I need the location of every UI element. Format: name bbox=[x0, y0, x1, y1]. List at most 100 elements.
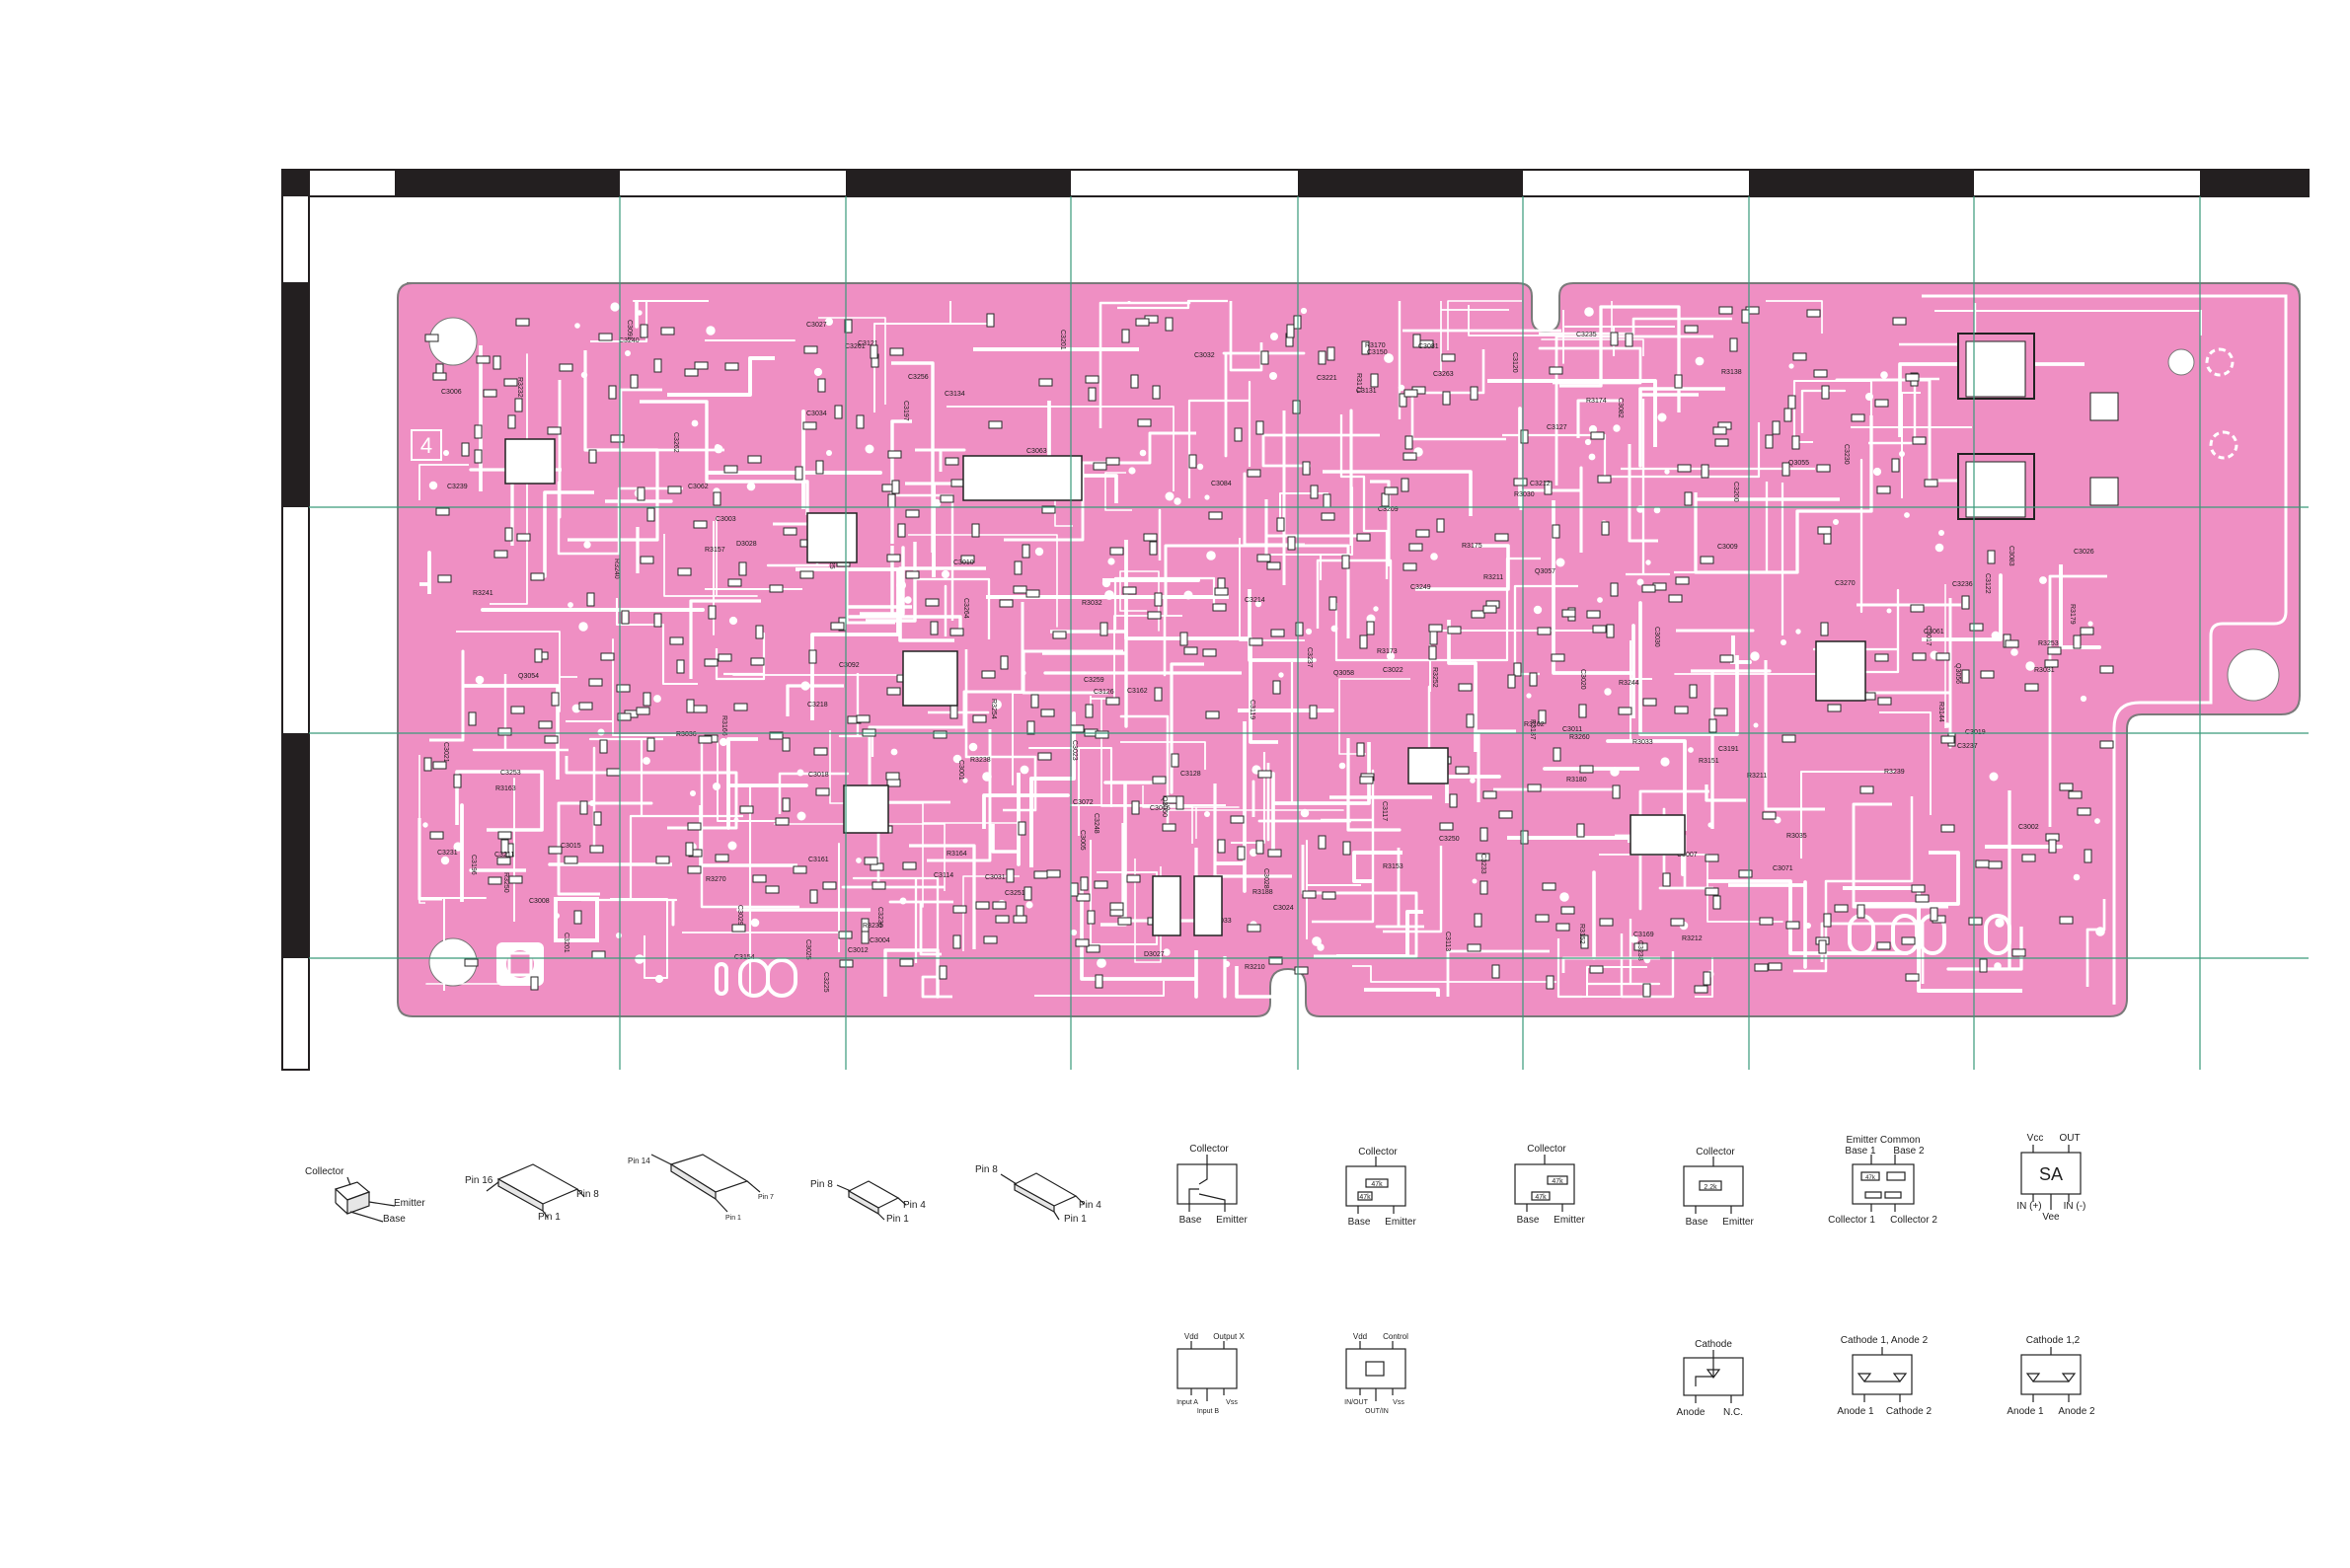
smd-component bbox=[1428, 624, 1443, 633]
smd-component bbox=[1436, 518, 1445, 533]
smd-component bbox=[1738, 869, 1753, 878]
part-designator: C3263 bbox=[1433, 371, 1454, 378]
smd-component bbox=[793, 865, 807, 874]
via bbox=[826, 450, 832, 456]
via bbox=[1025, 901, 1033, 909]
smd-component bbox=[1131, 800, 1140, 815]
via bbox=[2080, 695, 2087, 703]
part-designator: C3029 bbox=[736, 905, 743, 926]
symbol-label: OUT bbox=[2059, 1133, 2080, 1144]
smd-component bbox=[1401, 478, 1409, 492]
smd-component bbox=[815, 787, 830, 796]
via bbox=[1020, 765, 1029, 775]
smd-component bbox=[435, 507, 450, 516]
copper-trace bbox=[663, 517, 758, 597]
smd-component bbox=[1154, 592, 1163, 607]
symbol-label: Base bbox=[1686, 1217, 1708, 1228]
smd-component bbox=[1597, 475, 1612, 484]
via bbox=[1472, 878, 1478, 884]
via bbox=[1386, 651, 1396, 661]
via bbox=[1660, 757, 1670, 767]
smd-component bbox=[861, 930, 870, 944]
smd-component bbox=[593, 811, 602, 826]
smd-component bbox=[1399, 393, 1407, 408]
part-designator: C3270 bbox=[1835, 580, 1856, 587]
via bbox=[1338, 762, 1346, 770]
via bbox=[1886, 608, 1892, 614]
smd-component bbox=[694, 361, 709, 370]
smd-component bbox=[1404, 435, 1413, 450]
smd-component bbox=[693, 520, 708, 529]
via bbox=[690, 790, 696, 796]
smd-component bbox=[1000, 655, 1009, 670]
copper-trace bbox=[873, 301, 991, 412]
smd-component bbox=[1095, 730, 1109, 739]
via bbox=[1312, 936, 1322, 946]
smd-component bbox=[1087, 910, 1096, 925]
smd-component bbox=[515, 318, 530, 327]
smd-component bbox=[1552, 524, 1560, 539]
copper-trace bbox=[1187, 380, 1251, 498]
smd-component bbox=[698, 735, 713, 744]
symbol-label: Anode bbox=[1677, 1407, 1706, 1418]
via bbox=[865, 444, 874, 454]
via bbox=[800, 681, 810, 691]
smd-component bbox=[1491, 964, 1500, 979]
smd-component bbox=[2048, 839, 2057, 854]
part-designator: C3256 bbox=[908, 374, 929, 381]
copper-trace bbox=[1268, 485, 1354, 580]
smd-component bbox=[493, 550, 508, 559]
smd-component bbox=[1876, 941, 1891, 950]
part-designator: C3128 bbox=[1180, 771, 1201, 778]
part-designator: R3033 bbox=[1632, 739, 1653, 746]
smd-component bbox=[667, 485, 682, 494]
smd-component bbox=[1147, 611, 1162, 620]
smd-component bbox=[802, 421, 817, 430]
part-designator: C3009 bbox=[1717, 544, 1738, 551]
smd-component bbox=[731, 924, 746, 933]
part-designator: C3259 bbox=[1084, 677, 1104, 684]
part-designator: R3175 bbox=[1462, 543, 1482, 550]
smd-component bbox=[687, 822, 702, 831]
smd-component bbox=[1384, 486, 1399, 495]
smd-component bbox=[608, 385, 617, 400]
via bbox=[1398, 384, 1405, 392]
smd-component bbox=[724, 362, 739, 371]
via bbox=[1944, 722, 1950, 728]
smd-component bbox=[1820, 622, 1829, 636]
part-designator: C3006 bbox=[441, 389, 462, 396]
smd-component bbox=[769, 731, 784, 740]
copper-trace bbox=[991, 824, 1019, 854]
smd-component bbox=[476, 355, 491, 364]
smd-component bbox=[952, 934, 961, 949]
part-designator: R3270 bbox=[706, 876, 726, 883]
via bbox=[1366, 614, 1376, 624]
part-designator: C3030 bbox=[1653, 627, 1660, 647]
symbol-label: OUT/IN bbox=[1365, 1408, 1389, 1415]
smd-component bbox=[2077, 807, 2091, 816]
smd-component bbox=[1578, 704, 1587, 718]
smd-component bbox=[1408, 543, 1423, 552]
smd-component bbox=[1874, 653, 1889, 662]
integrated-circuits bbox=[504, 438, 1866, 936]
smd-component bbox=[1162, 823, 1176, 832]
package-pin-label: Base bbox=[383, 1214, 406, 1225]
smd-component bbox=[1402, 562, 1417, 571]
smd-component bbox=[1359, 776, 1374, 784]
via bbox=[2073, 873, 2081, 881]
part-designator: C3081 bbox=[1418, 343, 1439, 350]
part-designator: C3236 bbox=[1952, 581, 1973, 588]
smd-component bbox=[995, 915, 1010, 924]
via bbox=[2039, 576, 2047, 584]
via bbox=[610, 302, 620, 312]
smd-component bbox=[474, 424, 483, 439]
part-designator: C3196 bbox=[470, 855, 477, 875]
smd-component bbox=[1592, 625, 1607, 634]
smd-component bbox=[1122, 586, 1137, 595]
part-designator: Q3054 bbox=[518, 673, 539, 680]
smd-component bbox=[1975, 859, 1990, 868]
copper-trace bbox=[619, 388, 724, 452]
symbol-label: Collector 1 bbox=[1828, 1215, 1875, 1226]
package-pin-label: Pin 7 bbox=[758, 1194, 774, 1201]
